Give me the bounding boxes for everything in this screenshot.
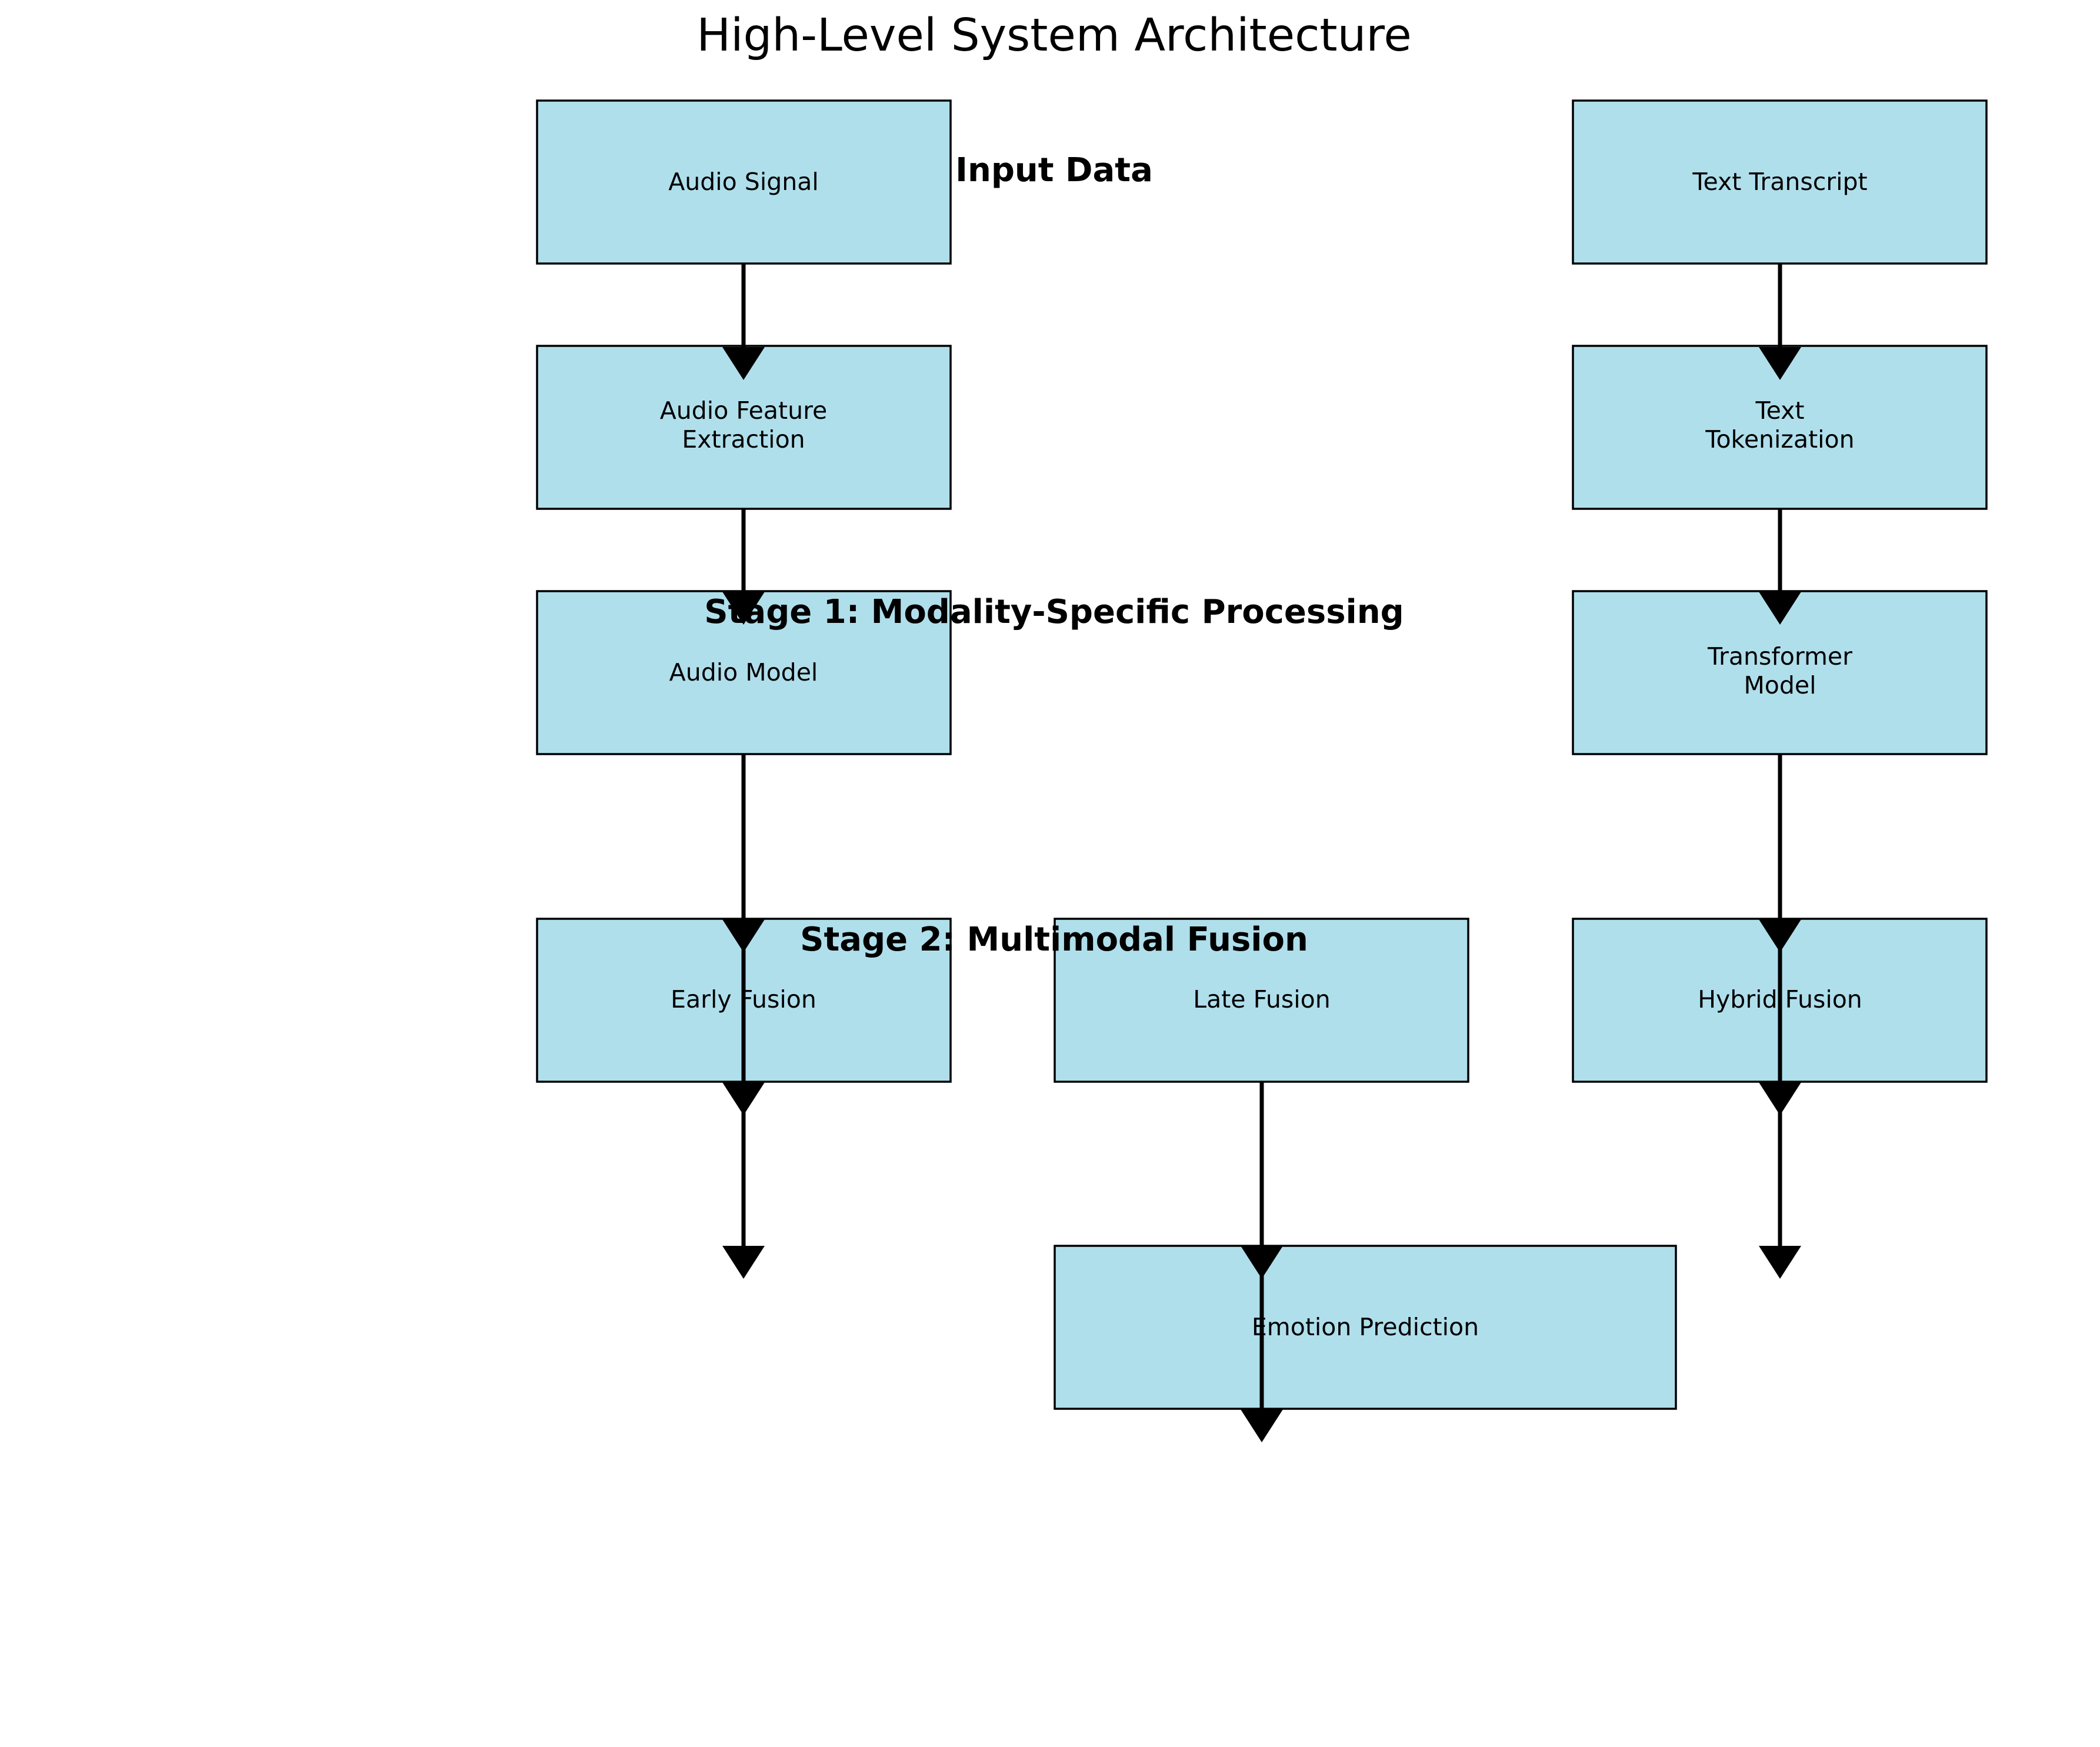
audio-signal-box	[536, 99, 952, 265]
text-tokenization-label-line2: Tokenization	[1705, 425, 1854, 454]
audio-feature-extraction-label-line1: Audio Feature	[660, 396, 828, 425]
late-fusion-box	[1054, 918, 1469, 1083]
arrowhead-early-fusion-bottom	[722, 1082, 765, 1115]
arrowhead-audio-model	[722, 592, 765, 625]
stage-label-stage1: Stage 1: Modality-Specific Processing	[704, 593, 1404, 631]
emotion-prediction-label: Emotion Prediction	[1252, 1313, 1479, 1341]
late-fusion-label: Late Fusion	[1193, 985, 1330, 1013]
early-fusion-label: Early Fusion	[671, 985, 816, 1013]
arrowhead-early-fusion-out	[722, 1246, 765, 1279]
stage-label-input: Input Data	[955, 151, 1153, 189]
diagram-title: High-Level System Architecture	[696, 9, 1412, 62]
audio-signal-label: Audio Signal	[668, 168, 819, 196]
arrowhead-early-fusion-top	[722, 919, 765, 952]
hybrid-fusion-label: Hybrid Fusion	[1698, 985, 1862, 1013]
audio-model-label: Audio Model	[669, 658, 818, 686]
text-tokenization-label-line1: Text	[1755, 396, 1805, 425]
arrowhead-hybrid-fusion-out	[1759, 1246, 1801, 1279]
transformer-model-label-line2: Model	[1744, 671, 1816, 699]
text-transcript-box	[1572, 99, 1988, 265]
arrowhead-emotion-prediction-top	[1241, 1246, 1283, 1279]
text-transcript-label: Text Transcript	[1692, 168, 1867, 196]
arrowhead-hybrid-fusion-bottom	[1759, 1082, 1801, 1115]
stage-label-stage2: Stage 2: Multimodal Fusion	[800, 921, 1308, 959]
transformer-model-label-line1: Transformer	[1707, 642, 1852, 671]
arrowhead-audio-feature	[722, 347, 765, 380]
arrowhead-emotion-prediction-out	[1241, 1409, 1283, 1442]
arrowhead-hybrid-fusion-top	[1759, 919, 1801, 952]
node-labels: Audio Signal Text Transcript Audio Featu…	[660, 168, 1868, 1341]
arrowhead-text-tokenization	[1759, 347, 1801, 380]
arrows	[722, 264, 1801, 1442]
arrowhead-transformer-model	[1759, 592, 1801, 625]
audio-feature-extraction-label-line2: Extraction	[682, 425, 805, 454]
emotion-prediction-box	[1054, 1245, 1677, 1410]
